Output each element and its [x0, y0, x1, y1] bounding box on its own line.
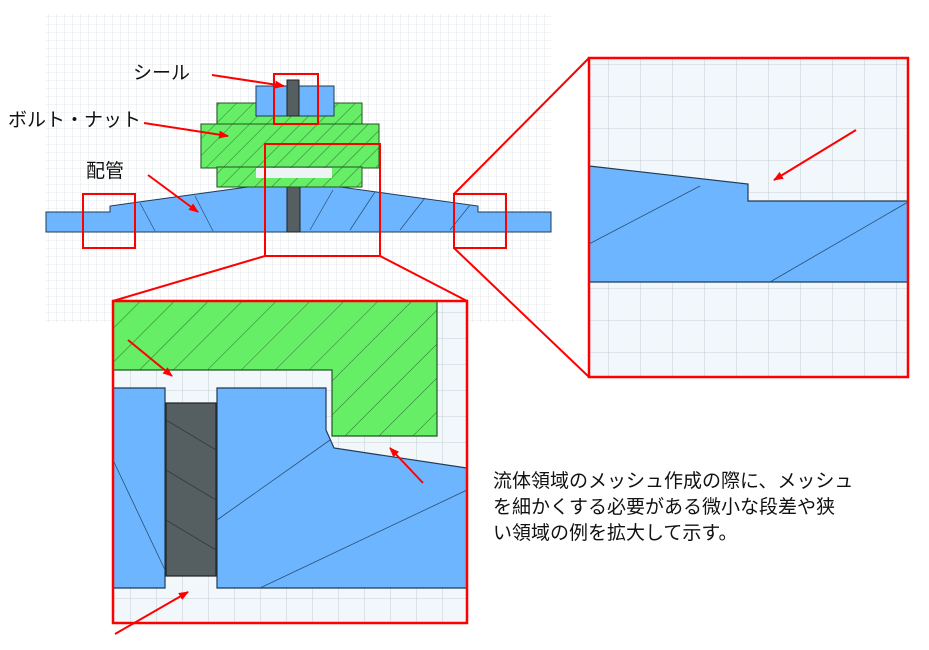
seal-element — [286, 79, 300, 117]
bolt-arrow — [143, 122, 229, 139]
main-section-view — [45, 14, 552, 322]
step-arrow — [773, 129, 857, 181]
bolt-nut-label: ボルト・ナット — [8, 109, 142, 131]
zoom-view-step — [587, 56, 910, 379]
bolt-shaft — [200, 123, 380, 169]
gap-arrow-bottom — [114, 591, 189, 635]
zoom-connector-bottom — [453, 247, 590, 378]
pipe-arrow — [147, 174, 199, 213]
pipe-label: 配管 — [86, 160, 125, 182]
caption-line: を細かくする必要がある微小な段差や狭 — [493, 496, 836, 518]
highlight-left — [82, 193, 136, 249]
zoom-connector-right — [379, 255, 468, 302]
caption-line: い領域の例を拡大して示す。 — [493, 522, 738, 544]
highlight-seal — [273, 73, 319, 125]
zoom-gasket — [165, 402, 217, 577]
seal-arrow — [211, 74, 285, 89]
zoom-view-gasket — [111, 299, 469, 635]
gap-arrow-right — [389, 447, 424, 484]
highlight-right — [453, 193, 507, 249]
zoom-connector-top — [453, 57, 590, 195]
caption-line: 流体領域のメッシュ作成の際に、メッシュ — [493, 470, 854, 492]
highlight-center — [264, 143, 381, 257]
caption: 流体領域のメッシュ作成の際に、メッシュ を細かくする必要がある微小な段差や狭 い… — [493, 468, 913, 546]
zoom-left-pipe — [112, 387, 166, 589]
zoom-frame-step — [587, 56, 910, 379]
seal-label: シール — [133, 62, 191, 84]
flange-gap — [256, 168, 332, 178]
pipe-hatch — [139, 189, 471, 232]
gap-arrow-top — [127, 339, 173, 377]
zoom-connector-left — [112, 255, 266, 302]
zoom-frame-gasket — [111, 299, 469, 625]
